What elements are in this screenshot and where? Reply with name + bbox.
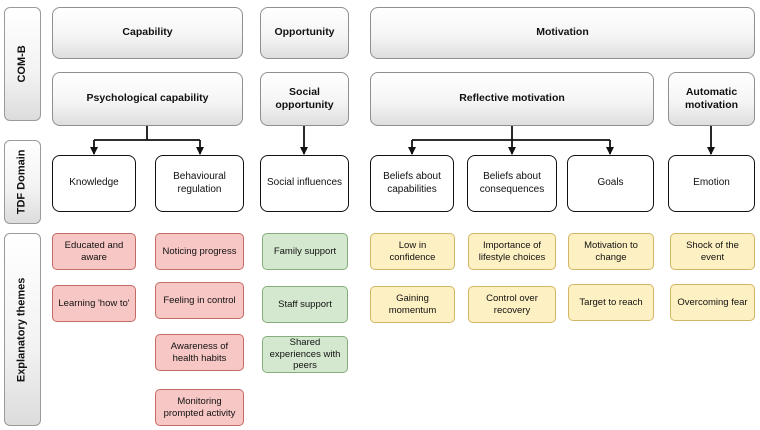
theme-awareness-of-health-habits: Awareness of health habits	[155, 334, 244, 371]
row-label-com-b: COM-B	[4, 7, 41, 121]
theme-importance-of-lifestyle-choices: Importance of lifestyle choices	[468, 233, 556, 270]
automatic-motivation: Automatic motivation	[668, 72, 755, 126]
reflective-motivation: Reflective motivation	[370, 72, 654, 126]
com-b-motivation: Motivation	[370, 7, 755, 59]
social-opportunity: Social opportunity	[260, 72, 349, 126]
com-b-opportunity: Opportunity	[260, 7, 349, 59]
theme-educated-and-aware: Educated and aware	[52, 233, 136, 270]
row-label-explanatory-themes: Explanatory themes	[4, 233, 41, 426]
theme-shock-of-the-event: Shock of the event	[670, 233, 755, 270]
tdf-emotion: Emotion	[668, 155, 755, 212]
theme-control-over-recovery: Control over recovery	[468, 286, 556, 323]
theme-feeling-in-control: Feeling in control	[155, 282, 244, 319]
theme-target-to-reach: Target to reach	[568, 284, 654, 321]
theme-family-support: Family support	[262, 233, 348, 270]
theme-overcoming-fear: Overcoming fear	[670, 284, 755, 321]
theme-staff-support: Staff support	[262, 286, 348, 323]
theme-gaining-momentum: Gaining momentum	[370, 286, 455, 323]
tdf-social-influences: Social influences	[260, 155, 349, 212]
theme-low-in-confidence: Low in confidence	[370, 233, 455, 270]
psychological-capability: Psychological capability	[52, 72, 243, 126]
tdf-behavioural-regulation: Behavioural regulation	[155, 155, 244, 212]
theme-monitoring-prompted-activity: Monitoring prompted activity	[155, 389, 244, 426]
row-label-tdf-domain: TDF Domain	[4, 140, 41, 224]
tdf-beliefs-about-capabilities: Beliefs about capabilities	[370, 155, 454, 212]
theme-noticing-progress: Noticing progress	[155, 233, 244, 270]
theme-learning-how-to: Learning 'how to'	[52, 285, 136, 322]
tdf-beliefs-about-consequences: Beliefs about consequences	[467, 155, 557, 212]
tdf-goals: Goals	[567, 155, 654, 212]
tdf-knowledge: Knowledge	[52, 155, 136, 212]
theme-motivation-to-change: Motivation to change	[568, 233, 654, 270]
theme-shared-experiences-with-peers: Shared experiences with peers	[262, 336, 348, 373]
com-b-capability: Capability	[52, 7, 243, 59]
